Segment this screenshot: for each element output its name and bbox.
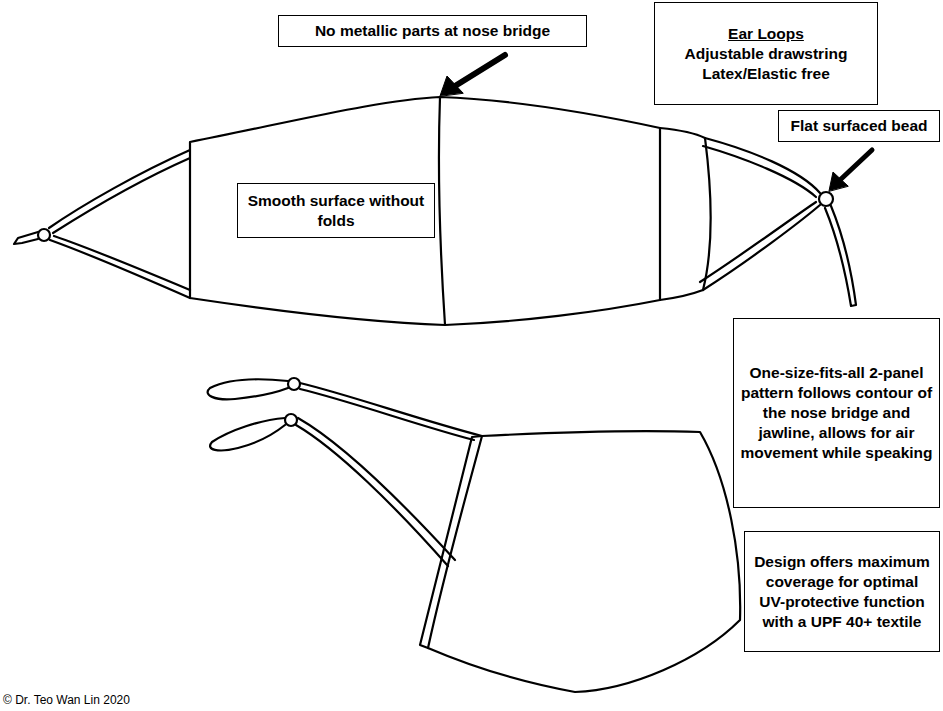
arrow-head <box>829 172 848 191</box>
bead <box>285 414 297 426</box>
ear-loop <box>700 202 820 290</box>
callout-text: Latex/Elastic free <box>702 64 830 84</box>
bead <box>819 192 833 206</box>
callout-text: Flat surfaced bead <box>791 116 928 136</box>
callout-text: One-size-fits-all 2-panel pattern follow… <box>740 363 933 463</box>
ear-loop <box>703 138 820 197</box>
mask-body <box>428 431 740 692</box>
callout-box: Design offers maximum coverage for optim… <box>744 531 940 652</box>
side-panel <box>660 128 711 300</box>
callout-box: One-size-fits-all 2-panel pattern follow… <box>733 318 940 508</box>
callout-heading: Ear Loops <box>728 24 804 44</box>
ear-loop <box>49 150 190 233</box>
callout-text: No metallic parts at nose bridge <box>315 21 550 41</box>
drawstring-tail <box>825 206 856 306</box>
callout-box: No metallic parts at nose bridge <box>278 15 587 47</box>
center-seam <box>439 97 445 325</box>
mask-body <box>190 97 660 325</box>
loop-end <box>208 379 288 399</box>
callout-text: Smooth surface without folds <box>244 191 428 231</box>
callout-box: Flat surfaced bead <box>778 110 940 142</box>
ear-loop <box>296 418 455 566</box>
arrow-shaft <box>455 55 505 86</box>
callout-box: Smooth surface without folds <box>237 183 435 238</box>
callout-text: Adjustable drawstring <box>685 44 848 64</box>
callout-text: Design offers maximum coverage for optim… <box>751 552 933 632</box>
side-mask <box>208 378 741 692</box>
side-band <box>420 436 482 648</box>
ear-loop <box>50 236 190 298</box>
loop-end <box>210 418 285 450</box>
ear-loop <box>300 383 482 440</box>
bead <box>38 229 50 241</box>
front-mask <box>14 97 856 325</box>
callout-box: Ear LoopsAdjustable drawstringLatex/Elas… <box>654 2 878 105</box>
arrow-shaft <box>840 150 872 180</box>
drawstring-tail <box>14 232 38 244</box>
copyright-note: © Dr. Teo Wan Lin 2020 <box>3 693 130 707</box>
arrow-head <box>440 76 463 96</box>
bead <box>288 378 300 390</box>
